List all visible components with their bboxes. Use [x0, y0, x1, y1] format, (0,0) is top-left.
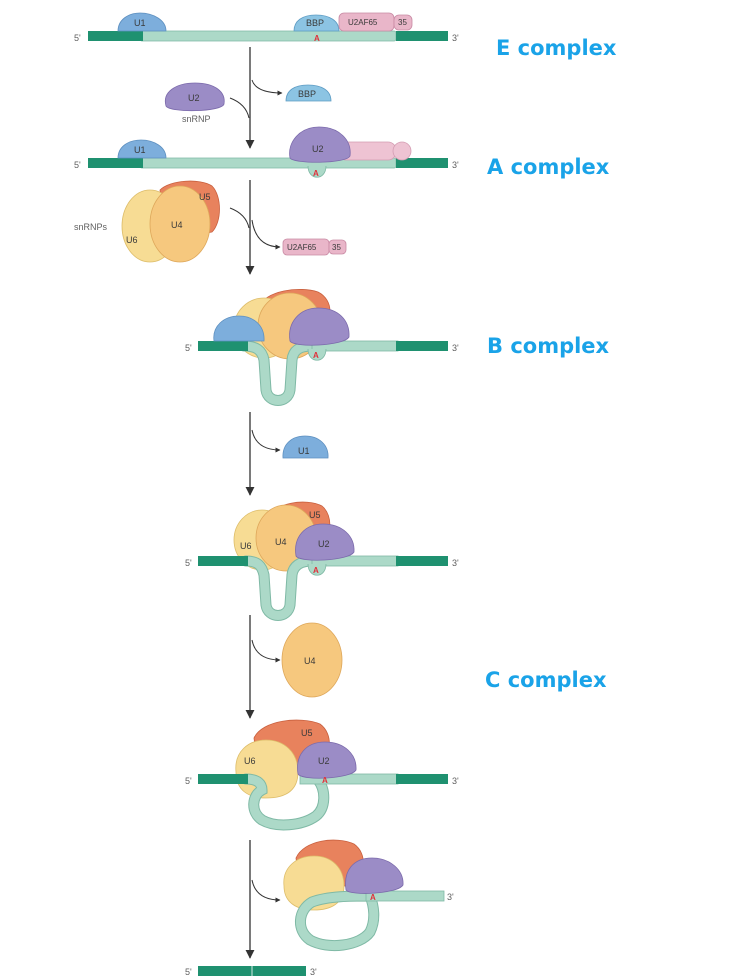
u2-label: U2 — [318, 539, 330, 549]
released-three-prime-label: 3' — [447, 892, 454, 902]
three-prime-label: 3' — [452, 776, 459, 786]
exon-right — [396, 774, 448, 784]
b-complex-label: B complex — [487, 334, 610, 358]
spliced-mrna: 5' 3' — [185, 966, 317, 976]
incoming-u4-label: U4 — [171, 220, 183, 230]
u2af35-label: 35 — [398, 18, 407, 27]
u1-protein — [117, 12, 167, 32]
released-u2 — [345, 857, 404, 894]
branch-point-a: A — [322, 776, 328, 785]
incoming-u2-snrnp — [164, 82, 225, 112]
released-u1-label: U1 — [298, 446, 310, 456]
released-bbp — [285, 84, 332, 102]
released-u4-label: U4 — [304, 656, 316, 666]
transition-arrow-4: U4 — [245, 615, 343, 719]
exon-left — [198, 341, 248, 351]
released-u2af35-label: 35 — [332, 243, 341, 252]
intermediate-stage: U5 U4 U6 U2 5' 3' A — [185, 501, 459, 621]
u1-protein — [117, 139, 167, 159]
incoming-u2-label: U2 — [188, 93, 200, 103]
u2-protein — [297, 741, 357, 779]
c-complex-stage: U5 U6 U2 5' 3' A — [185, 719, 459, 831]
u5-label: U5 — [309, 510, 321, 520]
incoming-u5-label: U5 — [199, 192, 211, 202]
released-u1 — [282, 435, 329, 459]
released-u2af65-label: U2AF65 — [287, 243, 317, 252]
exon-left — [88, 31, 143, 41]
three-prime-label: 3' — [452, 33, 459, 43]
u2-protein — [289, 126, 351, 163]
released-u4 — [281, 622, 343, 698]
branch-point-a: A — [314, 34, 320, 43]
transition-arrow-5: 3' A — [245, 839, 454, 959]
snrnps-label: snRNPs — [74, 222, 108, 232]
transition-arrow-2: U5 U4 U6 snRNPs U2AF65 35 — [74, 180, 347, 275]
u2af35-protein — [393, 14, 413, 31]
b-complex-stage: 5' 3' A — [185, 289, 459, 406]
three-prime-label: 3' — [310, 967, 317, 976]
a-complex-label: A complex — [487, 155, 610, 179]
u1-label: U1 — [134, 18, 146, 28]
branch-bulge — [307, 348, 327, 361]
exon-right — [396, 556, 448, 566]
five-prime-label: 5' — [185, 558, 192, 568]
branch-bulge — [307, 165, 327, 178]
transition-arrow-1: BBP U2 snRNP — [164, 47, 332, 149]
five-prime-label: 5' — [185, 343, 192, 353]
exon-right — [396, 31, 448, 41]
bbp-label: BBP — [306, 18, 324, 28]
three-prime-label: 3' — [452, 343, 459, 353]
incoming-u4 — [149, 185, 211, 263]
u6-label: U6 — [240, 541, 252, 551]
e-complex-label: E complex — [496, 36, 617, 60]
u2-label: U2 — [318, 756, 330, 766]
branch-bulge — [307, 563, 327, 576]
snrnp-label: snRNP — [182, 114, 211, 124]
incoming-u6-label: U6 — [126, 235, 138, 245]
u1-label: U1 — [134, 145, 146, 155]
u2-protein — [295, 523, 355, 561]
u4-label: U4 — [275, 537, 287, 547]
c-complex-label: C complex — [485, 668, 607, 692]
five-prime-label: 5' — [74, 33, 81, 43]
u5-label: U5 — [301, 728, 313, 738]
branch-point-a: A — [313, 169, 319, 178]
u2-protein — [289, 307, 350, 346]
u2af35-blob — [392, 141, 412, 161]
five-prime-label: 5' — [74, 160, 81, 170]
u1-protein — [213, 315, 265, 342]
u2af65-label: U2AF65 — [348, 18, 378, 27]
exon-right — [396, 341, 448, 351]
branch-point-a: A — [313, 566, 319, 575]
u2-label: U2 — [312, 144, 324, 154]
exon-left — [198, 556, 248, 566]
five-prime-label: 5' — [185, 776, 192, 786]
u6-label: U6 — [244, 756, 256, 766]
exon-right — [396, 158, 448, 168]
three-prime-label: 3' — [452, 160, 459, 170]
released-intron-tail — [365, 890, 445, 902]
exon-left — [198, 774, 248, 784]
a-complex-stage: 5' 3' U1 U2 A — [74, 126, 459, 178]
branch-point-a: A — [370, 893, 376, 902]
e-complex-stage: 5' 3' U1 BBP U2AF65 35 A — [74, 12, 459, 43]
five-prime-label: 5' — [185, 967, 192, 976]
bbp-protein — [293, 14, 340, 32]
branch-point-a: A — [313, 351, 319, 360]
released-u2af35 — [328, 239, 347, 255]
released-bbp-label: BBP — [298, 89, 316, 99]
transition-arrow-3: U1 — [245, 412, 329, 496]
three-prime-label: 3' — [452, 558, 459, 568]
exon-left — [88, 158, 143, 168]
intron-bar — [139, 30, 397, 42]
